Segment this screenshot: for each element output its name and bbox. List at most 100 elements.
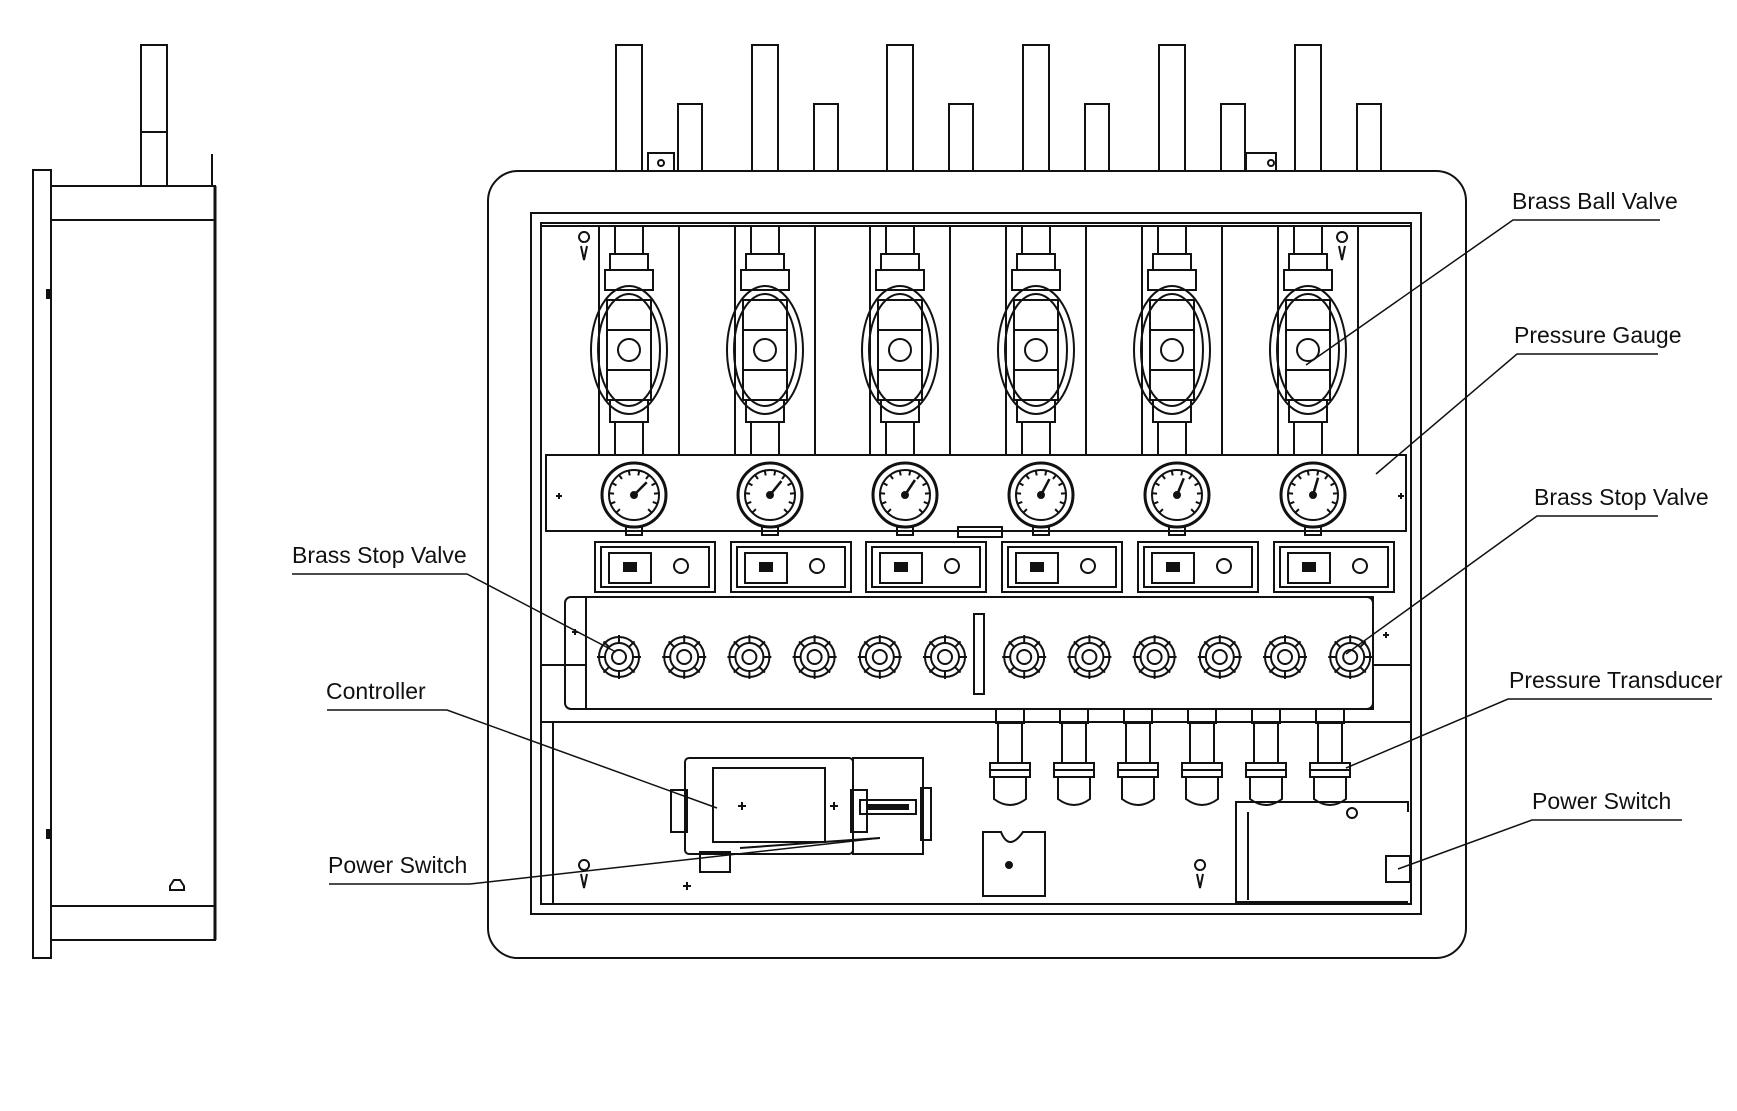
- stop-valve-mid: [1270, 642, 1300, 672]
- regulator-block: [730, 541, 852, 593]
- gauge-tick: [1158, 508, 1164, 514]
- gauge-face: [1287, 469, 1339, 521]
- top-pipes: [615, 44, 1382, 172]
- gauge-connector: [761, 526, 779, 536]
- pipe-short: [1356, 103, 1382, 172]
- valve-handle-ring-inner: [1276, 293, 1340, 407]
- regulator-knob: [944, 558, 960, 574]
- stop-valve-mid: [864, 642, 895, 672]
- controller-side-left: [670, 789, 688, 833]
- pipe-tall: [886, 44, 914, 172]
- gauge-face: [744, 469, 796, 521]
- vertical-risers: [598, 226, 1359, 455]
- regulator-body: [865, 541, 987, 593]
- stop-valve-spoke: [667, 666, 676, 674]
- stop-valve-spoke: [1098, 640, 1106, 648]
- keyhole-mount: [1336, 231, 1349, 261]
- mount-tab: [647, 152, 675, 171]
- brass-ball-valve: [726, 225, 804, 456]
- stop-valve-spoke: [758, 640, 766, 648]
- gauge-tick: [916, 474, 921, 480]
- gauge-face: [879, 469, 931, 521]
- label-power-switch-left: Power Switch: [328, 852, 468, 878]
- gauge-face: [1151, 469, 1203, 521]
- label-power-switch-right: Power Switch: [1532, 788, 1672, 814]
- keyhole-mount: [578, 231, 591, 261]
- front-view: [487, 44, 1467, 959]
- power-switch-right: [1385, 855, 1411, 883]
- valve-nut: [880, 253, 920, 271]
- regulator-mark: [759, 562, 773, 572]
- stop-valve-core: [806, 649, 823, 665]
- brass-ball-valve: [1269, 225, 1347, 456]
- stop-valve-spoke: [1203, 640, 1211, 648]
- stop-valve-spoke: [888, 666, 897, 674]
- controller: [670, 757, 868, 873]
- regulator-knob: [1080, 558, 1096, 574]
- valve-stem-bottom: [614, 421, 644, 456]
- valve-body: [1013, 299, 1059, 401]
- stop-valve-spoke: [1033, 666, 1041, 674]
- stop-valve-spoke: [628, 640, 636, 648]
- gauge-tick: [637, 470, 641, 476]
- gauge-tick: [1018, 482, 1024, 487]
- gauge-tick: [1316, 470, 1320, 476]
- gauge-tick: [615, 508, 621, 514]
- regulator-window: [1015, 552, 1059, 584]
- stop-valve-spoke: [823, 640, 831, 648]
- valve-handle-ring-inner: [1140, 293, 1204, 407]
- regulator-knob: [1352, 558, 1368, 574]
- gauge-tick: [918, 508, 924, 514]
- gauge-tick: [763, 470, 767, 476]
- pipe-tall: [1158, 44, 1186, 172]
- valve-handle-ring: [1269, 285, 1347, 415]
- gauge-connector: [625, 526, 643, 536]
- stop-valve-spoke: [1098, 666, 1106, 674]
- gauge-hub: [630, 491, 638, 499]
- valve-ball: [1296, 338, 1320, 362]
- gauge-tick: [611, 482, 617, 487]
- stop-valve-spoke: [888, 640, 897, 648]
- stop-valve-core: [1081, 649, 1098, 665]
- stop-valve-spoke: [823, 666, 831, 674]
- gauge-tick: [1326, 508, 1332, 514]
- controller-side-right: [850, 789, 868, 833]
- stop-valve-mid: [1139, 642, 1170, 672]
- bottom-bracket: [982, 831, 1046, 897]
- transducer-stem: [1061, 722, 1087, 764]
- leader-brass-stop-valve-right: [1345, 515, 1658, 655]
- valve-nut: [1152, 253, 1192, 271]
- valve-nut: [1283, 269, 1333, 291]
- stop-valve-spoke: [758, 666, 766, 674]
- pipe-short: [948, 103, 974, 172]
- regulator-mark: [1302, 562, 1316, 572]
- pipe-short: [677, 103, 703, 172]
- pressure-gauge: [1007, 461, 1075, 536]
- brass-stop-valve: [662, 635, 707, 679]
- gauge-tick: [1153, 501, 1159, 505]
- regulator-mark: [1030, 562, 1044, 572]
- side-pipe: [140, 44, 168, 187]
- stop-valve-mid: [1009, 642, 1040, 672]
- stop-valve-manifold-back: [564, 596, 1374, 710]
- pipe-short: [813, 103, 839, 172]
- gauge-panel-screws: [556, 493, 1404, 499]
- stop-valve-core: [611, 649, 627, 665]
- regulator-mark: [623, 562, 637, 572]
- gauge-tick: [1017, 501, 1023, 505]
- transducer-stem: [997, 722, 1023, 764]
- brass-stop-valve: [1067, 635, 1112, 679]
- power-module-text: [867, 804, 909, 810]
- stop-valve-spoke: [863, 640, 871, 648]
- gauge-tick: [747, 482, 753, 487]
- gauge-connector: [1304, 526, 1322, 536]
- gauge-tick: [1154, 482, 1160, 487]
- leader-lines: [292, 219, 1712, 885]
- regulator-knob: [1216, 558, 1232, 574]
- switch-box: [1235, 801, 1409, 903]
- stop-valve-mid: [669, 642, 700, 672]
- pressure-gauges: [600, 461, 1347, 536]
- stop-valve-spoke: [602, 640, 610, 648]
- brass-stop-valve: [923, 635, 967, 679]
- regulator-body: [730, 541, 852, 593]
